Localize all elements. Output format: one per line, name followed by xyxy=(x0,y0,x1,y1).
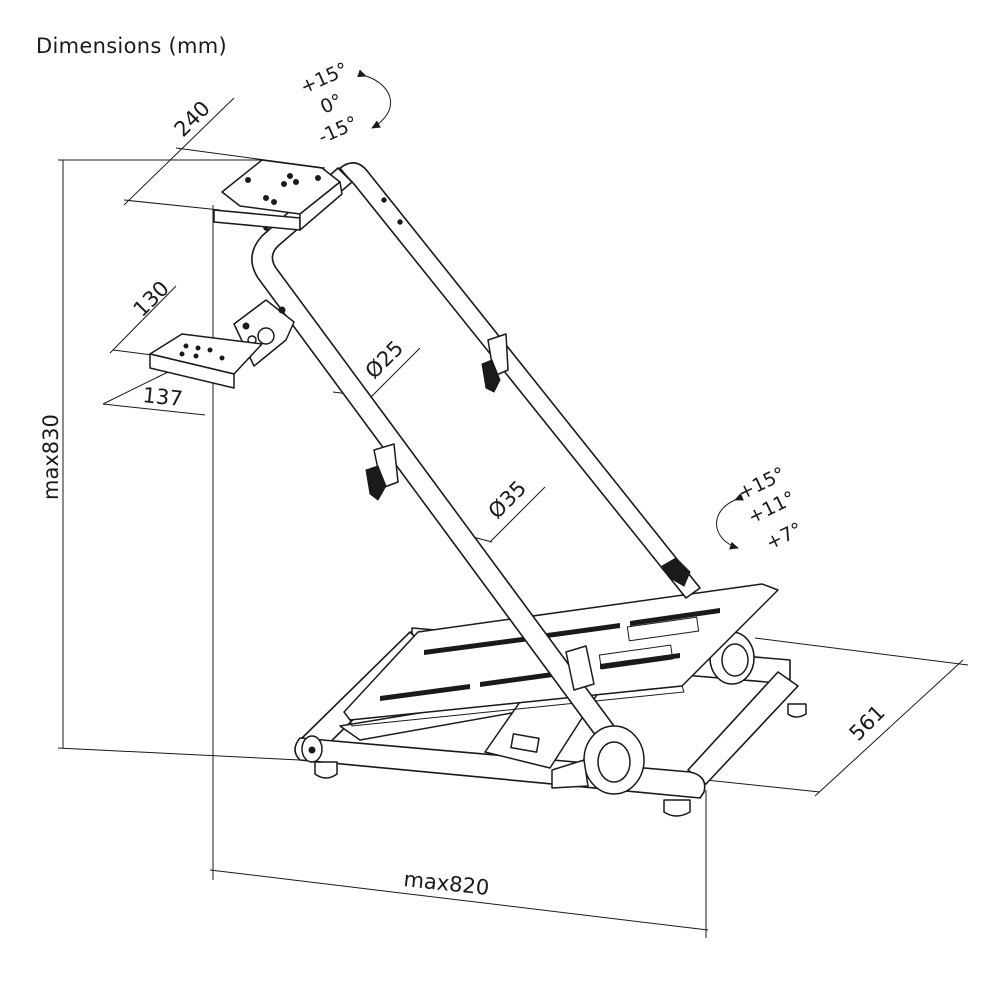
base-width-label: 561 xyxy=(845,700,890,745)
width-dim-line xyxy=(814,659,964,797)
shifter-depth-extension xyxy=(112,349,153,356)
pedal-tilt-arrow xyxy=(716,493,744,550)
wheel-tilt-labels: +15° 0° -15° xyxy=(297,58,361,148)
wheel-plate-side xyxy=(299,181,343,231)
pedal-slot-3 xyxy=(630,608,720,626)
pedal-tilt-bracket xyxy=(565,645,595,691)
plate-hole-6 xyxy=(245,177,251,183)
plate-hole-2 xyxy=(293,179,299,185)
plate-hole-1 xyxy=(287,173,293,179)
plate-width-dim-line xyxy=(123,97,235,206)
length-dim-line xyxy=(209,869,709,931)
pedal-slot-2 xyxy=(540,623,620,639)
tube-hole-1 xyxy=(397,219,403,225)
plate-hole-5 xyxy=(271,199,277,205)
shifter-depth-label: 130 xyxy=(129,276,174,321)
front-right-foot xyxy=(663,799,691,817)
width-bottom-extension xyxy=(705,779,821,793)
rear-pivot-inner xyxy=(721,643,749,677)
shifter-hole-4 xyxy=(179,351,185,357)
wheel-tilt-plus: +15° xyxy=(297,58,351,98)
plate-hole-3 xyxy=(281,181,287,187)
shifter-bracket-bolt-1 xyxy=(242,322,250,330)
lower-clamp-knob xyxy=(365,465,387,501)
height-bottom-extension xyxy=(57,747,301,761)
wheel-tilt-minus: -15° xyxy=(315,112,361,149)
shifter-width-label: 137 xyxy=(141,383,183,411)
pedal-clamp-knob xyxy=(661,557,691,587)
pedal-plate xyxy=(343,583,779,727)
dimension-lines xyxy=(57,97,969,938)
front-pivot-inner xyxy=(597,741,631,783)
pedal-cutout-1 xyxy=(626,616,700,642)
d25-dim-line xyxy=(370,347,421,398)
tube-hole-2 xyxy=(381,197,387,203)
wheel-tilt-zero: 0° xyxy=(317,90,346,119)
diagram-title: Dimensions (mm) xyxy=(36,34,228,58)
width-top-extension xyxy=(754,637,969,666)
pedal-slot-1 xyxy=(424,636,530,655)
right-side-rail xyxy=(687,671,799,785)
pedal-slot-5 xyxy=(480,671,560,687)
plate-bottom-extension xyxy=(123,199,221,211)
pedal-cutout-2 xyxy=(598,644,674,670)
shifter-depth-dim-line xyxy=(109,285,177,354)
shifter-width-extension xyxy=(102,371,169,405)
shifter-hole-3 xyxy=(207,347,213,353)
upper-clamp-knob xyxy=(481,359,501,393)
upper-main-tube xyxy=(339,162,701,599)
plate-hole-7 xyxy=(315,175,321,181)
pedal-slot-6 xyxy=(600,653,680,669)
wheel-plate-width-label: 240 xyxy=(170,96,215,141)
wheel-tilt-arrow xyxy=(357,69,391,129)
wheel-mount-plate xyxy=(213,159,343,231)
shifter-hole-2 xyxy=(195,345,201,351)
shifter-width-dim-line xyxy=(102,403,206,416)
rear-right-foot xyxy=(787,703,807,718)
front-pivot-bracket xyxy=(551,759,589,789)
max-height-label: max830 xyxy=(39,414,63,500)
shifter-bracket-bolt-2 xyxy=(278,306,286,314)
shifter-plate xyxy=(149,299,295,389)
shifter-bracket-hole-large xyxy=(257,327,275,345)
dimension-labels: max830 max820 561 240 130 137 Ø25 Ø35 xyxy=(39,96,890,900)
pedal-tilt-c: +7° xyxy=(763,518,806,554)
pedal-tilt-labels: +15° +11° +7° xyxy=(735,463,806,555)
plate-hole-4 xyxy=(263,195,269,201)
bracket-cutout xyxy=(510,733,540,753)
shifter-hole-1 xyxy=(183,343,189,349)
front-left-foot xyxy=(314,761,338,779)
shifter-hole-5 xyxy=(193,353,199,359)
d35-label: Ø35 xyxy=(484,476,532,524)
shifter-hole-6 xyxy=(219,355,225,361)
shifter-plate-front-lip xyxy=(149,353,235,389)
d25-label: Ø25 xyxy=(361,336,409,384)
front-left-bolt xyxy=(308,746,316,754)
pedal-slot-4 xyxy=(380,684,470,701)
d35-dim-line xyxy=(489,486,546,543)
